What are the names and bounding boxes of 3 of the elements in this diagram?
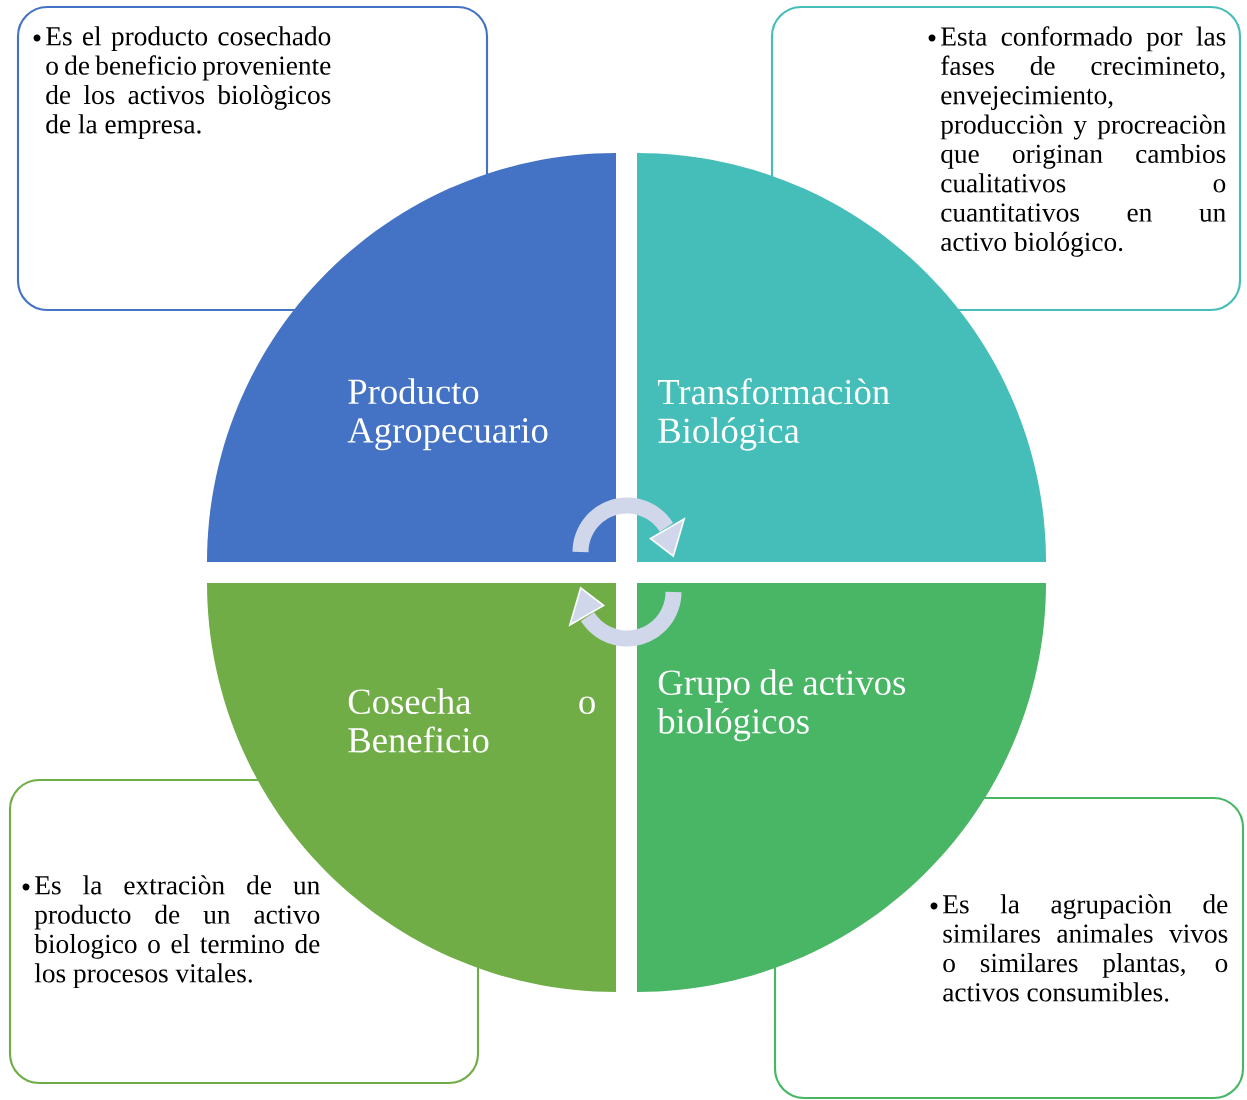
callout-box: Es la extraciòn de un producto de un activo biologico o el termino de los procesos vitales.	[8, 778, 480, 1085]
quadrant-sector: Producto Agropecuario	[207, 153, 616, 562]
callout-box: Es la agrupaciòn de similares animales vivos o similares plantas, o activos consumibles.	[773, 796, 1245, 1100]
